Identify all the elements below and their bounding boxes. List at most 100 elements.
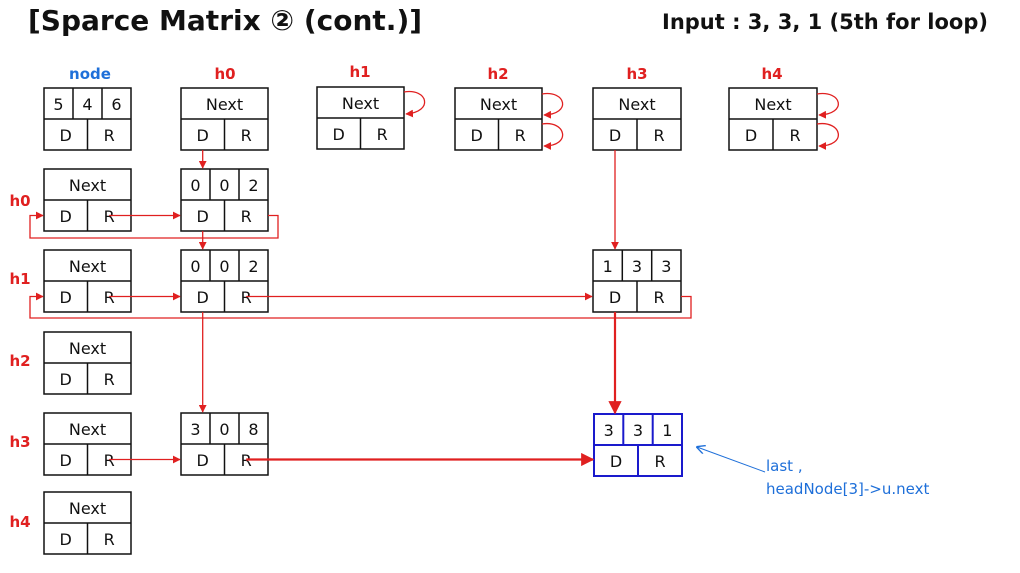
head-node-h0: Next D R — [180, 87, 269, 151]
next-cell: Next — [69, 420, 106, 439]
label-col-h0: h0 — [214, 65, 235, 83]
entry-node-h0: 0 0 2 D R — [180, 168, 269, 232]
node-col-value: 4 — [82, 95, 92, 114]
down-cell: D — [60, 207, 72, 226]
right-cell: R — [241, 288, 252, 307]
annotation-line-1: last , — [766, 457, 803, 475]
entry-row: 1 — [603, 257, 613, 276]
right-cell: R — [241, 126, 252, 145]
entry-value: 8 — [248, 420, 258, 439]
next-cell: Next — [69, 339, 106, 358]
right-cell: R — [789, 126, 800, 145]
entry-col: 3 — [633, 421, 643, 440]
down-cell: D — [197, 207, 209, 226]
down-cell: D — [745, 126, 757, 145]
next-cell: Next — [69, 499, 106, 518]
label-row-h4: h4 — [9, 513, 30, 531]
annotation-pointer-arrow — [697, 447, 766, 473]
label-row-h3: h3 — [9, 433, 30, 451]
next-cell: Next — [206, 95, 243, 114]
label-col-h1: h1 — [349, 63, 370, 81]
row-head-h1: Next D R — [43, 249, 132, 313]
label-row-h1: h1 — [9, 270, 30, 288]
wrap-arrow-row-h0 — [29, 211, 279, 239]
down-cell: D — [60, 530, 72, 549]
entry-value: 1 — [662, 421, 672, 440]
right-cell: R — [515, 126, 526, 145]
down-cell: D — [197, 126, 209, 145]
head-node-h3: Next D R — [592, 87, 682, 151]
row-head-h4: Next D R — [43, 491, 132, 555]
header-node: 5 4 6 D R — [43, 87, 132, 151]
row-head-h3: Next D R — [43, 412, 132, 476]
entry-node-h3-b-last: 3 3 1 D R — [593, 413, 683, 477]
next-cell: Next — [69, 257, 106, 276]
entry-row: 0 — [190, 257, 200, 276]
node-down-cell: D — [60, 126, 72, 145]
head-node-h1: Next D R — [316, 86, 405, 150]
label-col-h3: h3 — [626, 65, 647, 83]
right-cell: R — [104, 207, 115, 226]
entry-col: 0 — [219, 257, 229, 276]
down-cell: D — [197, 451, 209, 470]
label-col-h2: h2 — [487, 65, 508, 83]
annotation-line-2: headNode[3]->u.next — [766, 480, 929, 498]
entry-value: 2 — [248, 257, 258, 276]
row-head-h2: Next D R — [43, 331, 132, 395]
node-row-value: 5 — [53, 95, 63, 114]
entry-node-h1-a: 0 0 2 D R — [180, 249, 269, 313]
next-cell: Next — [754, 95, 791, 114]
down-cell: D — [60, 370, 72, 389]
entry-value: 3 — [661, 257, 671, 276]
entry-col: 0 — [219, 420, 229, 439]
down-cell: D — [610, 452, 622, 471]
right-cell: R — [377, 125, 388, 144]
down-cell: D — [471, 126, 483, 145]
head-node-h4: Next D R — [728, 87, 818, 151]
label-node: node — [69, 65, 111, 83]
down-cell: D — [609, 288, 621, 307]
self-loop-arrow-h2-down — [541, 123, 564, 150]
label-col-h4: h4 — [761, 65, 782, 83]
right-cell: R — [104, 370, 115, 389]
right-cell: R — [104, 288, 115, 307]
self-loop-arrow-h4-next — [816, 92, 839, 119]
entry-col: 0 — [219, 176, 229, 195]
input-caption: Input : 3, 3, 1 (5th for loop) — [662, 10, 988, 34]
right-cell: R — [241, 207, 252, 226]
entry-value: 2 — [248, 176, 258, 195]
down-cell: D — [60, 288, 72, 307]
label-row-h0: h0 — [9, 192, 30, 210]
head-node-h2: Next D R — [454, 87, 543, 151]
down-cell: D — [60, 451, 72, 470]
node-count-value: 6 — [111, 95, 121, 114]
entry-row: 3 — [604, 421, 614, 440]
down-cell: D — [333, 125, 345, 144]
entry-row: 0 — [190, 176, 200, 195]
self-loop-arrow-h1-right — [403, 90, 426, 118]
label-row-h2: h2 — [9, 352, 30, 370]
right-cell: R — [104, 451, 115, 470]
right-cell: R — [653, 288, 664, 307]
right-cell: R — [653, 126, 664, 145]
right-cell: R — [654, 452, 665, 471]
down-cell: D — [609, 126, 621, 145]
down-cell: D — [197, 288, 209, 307]
next-cell: Next — [480, 95, 517, 114]
self-loop-arrow-h2-next — [541, 92, 564, 119]
next-cell: Next — [618, 95, 655, 114]
entry-row: 3 — [190, 420, 200, 439]
right-cell: R — [241, 451, 252, 470]
entry-node-h1-b: 1 3 3 D R — [592, 249, 682, 313]
next-cell: Next — [69, 176, 106, 195]
wrap-arrow-row-h1 — [29, 292, 692, 319]
node-right-cell: R — [104, 126, 115, 145]
self-loop-arrow-h4-down — [816, 122, 839, 150]
next-cell: Next — [342, 94, 379, 113]
entry-col: 3 — [632, 257, 642, 276]
page-title: [Sparce Matrix ② (cont.)] — [28, 4, 423, 37]
right-cell: R — [104, 530, 115, 549]
entry-node-h3-a: 3 0 8 D R — [180, 412, 269, 476]
row-head-h0: Next D R — [43, 168, 132, 232]
